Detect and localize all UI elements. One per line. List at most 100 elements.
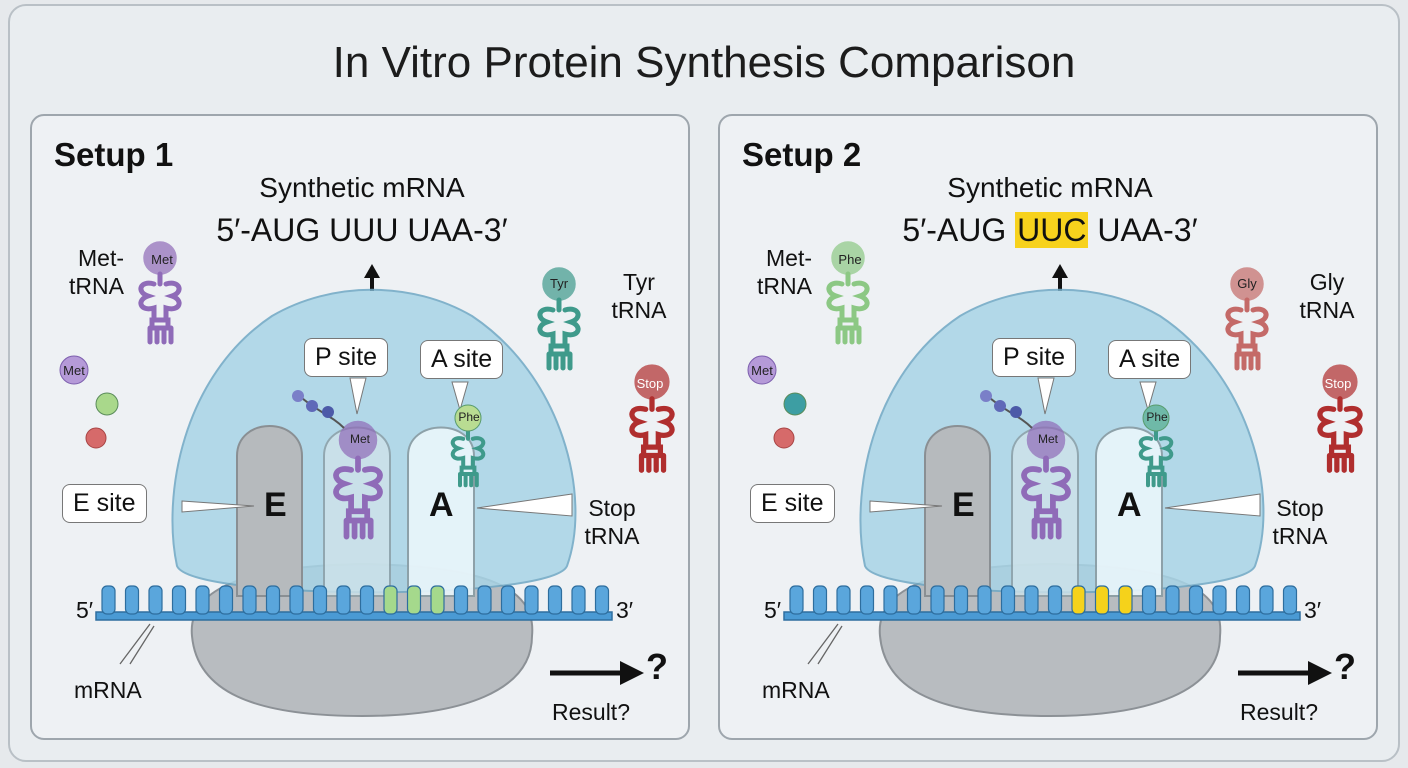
- right-free-trna-aa-ball: [542, 267, 576, 301]
- free-met-ball: [747, 355, 777, 385]
- codon-tooth: [218, 585, 234, 615]
- p-site-aa-label: Met: [1037, 432, 1058, 446]
- codon-tooth: [1282, 585, 1298, 615]
- a-site-tunnel: [407, 426, 475, 597]
- codon-tooth: [430, 585, 445, 615]
- free-aa-ball: [85, 427, 107, 449]
- codon-tooth: [1094, 585, 1110, 615]
- p-site-trna: [1021, 420, 1071, 540]
- codon-tooth: [1118, 585, 1133, 615]
- a-site-callout: A site: [420, 340, 504, 379]
- ribosome-svg: [747, 241, 1363, 718]
- e-site-callout: E site: [62, 484, 147, 523]
- result-arrow-head: [1308, 661, 1332, 685]
- codon-tooth: [594, 585, 610, 615]
- seq-codon: UUU: [329, 212, 399, 248]
- stop-trna-body: [1317, 396, 1363, 473]
- p-site-callout: P site: [304, 338, 389, 377]
- result-label: Result?: [552, 699, 630, 725]
- left-trna-label: Met- tRNA: [757, 245, 812, 299]
- codon-tooth: [1047, 585, 1063, 615]
- stop-trna: [1317, 364, 1363, 473]
- a-callout-pointer: [451, 381, 469, 412]
- a-site-aa-ball: [454, 404, 482, 432]
- result-label: Result?: [1240, 699, 1318, 725]
- ribosome-svg: [59, 241, 675, 718]
- five-prime-label: 5′: [76, 597, 94, 623]
- free-aa-ball: [95, 392, 119, 416]
- codon-tooth: [547, 585, 563, 615]
- codon-tooth: [500, 585, 516, 615]
- e-site-letter: E: [952, 486, 975, 524]
- codon-tooth: [406, 585, 422, 615]
- five-prime-label: 5′: [764, 597, 782, 623]
- stop-aa-label: Stop: [1324, 376, 1352, 391]
- peptide-bead: [980, 390, 992, 402]
- codon-tooth: [289, 585, 304, 615]
- free-aa-ball: [773, 427, 795, 449]
- codon-tooth: [812, 585, 828, 615]
- right-free-trna: [1225, 267, 1269, 371]
- codon-tooth: [453, 585, 469, 615]
- stop-trna-aa-ball: [1322, 364, 1358, 400]
- e-site-callout: E site: [750, 484, 835, 523]
- codon-tooth: [195, 585, 210, 615]
- p-callout-pointer: [349, 377, 367, 415]
- seq-prefix: 5′-AUG: [216, 212, 330, 248]
- stop-callout-pointer: [476, 493, 573, 517]
- codon-tooth: [477, 585, 492, 615]
- codon-tooth: [242, 585, 257, 615]
- codon-tooth: [953, 585, 969, 615]
- right-trna-aa: Tyr: [549, 276, 569, 291]
- stop-callout-pointer: [1164, 493, 1261, 517]
- p-site-trna-body: [333, 455, 383, 540]
- codon-tooth: [1235, 585, 1251, 615]
- right-trna-label: Gly tRNA: [1299, 269, 1355, 323]
- codon-tooth: [883, 585, 898, 615]
- codon-tooth: [1212, 585, 1227, 615]
- right-free-trna-aa-ball: [1230, 267, 1264, 301]
- codon-tooth: [789, 585, 804, 615]
- stop-trna: [629, 364, 675, 473]
- mrna-heading: Synthetic mRNA: [947, 172, 1153, 203]
- a-site-callout: A site: [1108, 340, 1192, 379]
- left-free-trna-body: [138, 271, 182, 345]
- right-free-trna-body: [537, 297, 581, 371]
- e-callout-pointer: [181, 500, 255, 513]
- p-site-trna: [333, 420, 383, 540]
- left-trna-aa: Phe: [838, 252, 862, 267]
- codon-tooth: [383, 585, 398, 615]
- free-aa-label: Met: [751, 363, 773, 378]
- mrna-heading: Synthetic mRNA: [259, 172, 465, 203]
- codon-tooth: [859, 585, 875, 615]
- p-callout-pointer: [1037, 377, 1055, 415]
- question-mark: ?: [1334, 646, 1356, 687]
- mrna-label: mRNA: [762, 677, 830, 703]
- three-prime-label: 3′: [616, 597, 634, 623]
- codon-tooth: [312, 585, 328, 615]
- up-arrow-head: [364, 264, 380, 278]
- peptide-bead: [1010, 406, 1022, 418]
- setup-title: Setup 1: [54, 136, 174, 173]
- codon-tooth: [930, 585, 945, 615]
- a-site-tunnel: [1095, 426, 1163, 597]
- setup-1-panel: Setup 1 Synthetic mRNA 5′-AUG UUU UAA-3′…: [30, 114, 690, 740]
- codon-tooth: [1141, 585, 1157, 615]
- codon-tooth: [1188, 585, 1204, 615]
- codon-tooth: [524, 585, 539, 615]
- left-free-trna-aa-ball: [831, 241, 865, 275]
- peptide-bead: [292, 390, 304, 402]
- codon-tooth: [1071, 585, 1086, 615]
- a-site-trna-body: [1138, 428, 1174, 488]
- right-free-trna-body: [1225, 297, 1269, 371]
- a-site-letter: A: [1117, 486, 1142, 524]
- codon-tooth: [1259, 585, 1274, 615]
- p-site-trna-body: [1021, 455, 1071, 540]
- e-site-letter: E: [264, 486, 287, 524]
- stop-trna-body: [629, 396, 675, 473]
- codon-tooth: [571, 585, 586, 615]
- codon-tooth: [359, 585, 375, 615]
- seq-codon-highlighted: UUC: [1015, 212, 1089, 248]
- peptide-bead: [994, 400, 1006, 412]
